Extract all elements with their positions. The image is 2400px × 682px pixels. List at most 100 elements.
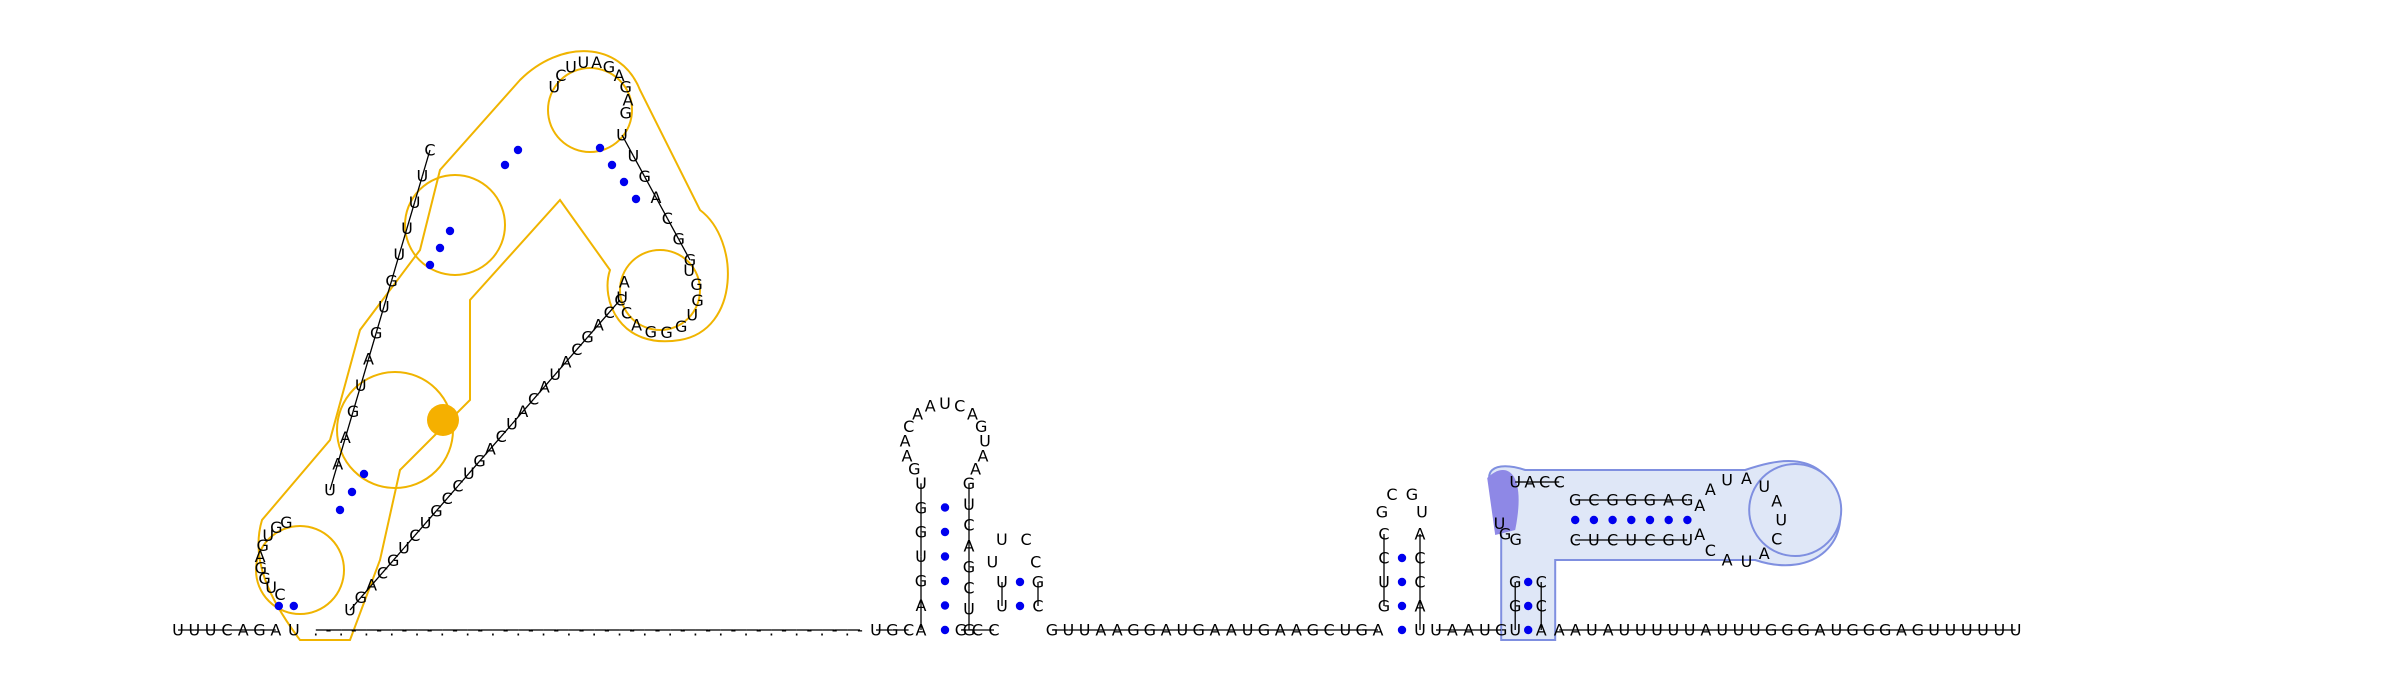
- hairpin5-nt: A: [1536, 621, 1547, 640]
- hairpin1-nt-link: [421, 149, 431, 177]
- strand-nt: G: [1258, 621, 1270, 640]
- gap-region-mark: .: [819, 621, 824, 640]
- strand-nt: U: [1479, 621, 1491, 640]
- hairpin3-nt: U: [986, 552, 998, 571]
- gap-region-mark: -: [452, 621, 458, 640]
- hairpin1-nt: U: [578, 53, 590, 72]
- strand-3prime-nt: U: [1619, 621, 1631, 640]
- gap-region-mark: -: [806, 621, 812, 640]
- base-pair-dot: [1397, 625, 1407, 635]
- hairpin1-nt: C: [604, 303, 615, 322]
- base-pair-dot: [1397, 577, 1407, 587]
- strand-3prime-nt: U: [1667, 621, 1679, 640]
- strand-3prime-nt: A: [1896, 621, 1907, 640]
- hairpin4-nt: G: [1378, 597, 1390, 616]
- hairpin1-nt: A: [631, 315, 642, 334]
- strand-5prime-nt: A: [238, 621, 249, 640]
- hairpin5-nt: C: [1570, 531, 1581, 550]
- hairpin1-top-loop-outline: [547, 67, 633, 153]
- hairpin1-nt: G: [603, 58, 615, 77]
- hairpin3-nt: C: [1030, 552, 1041, 571]
- strand-5prime-nt: G: [253, 621, 265, 640]
- hairpin5-nt: U: [1625, 531, 1637, 550]
- hairpin5-nt: A: [1722, 551, 1733, 570]
- hairpin4-nt: C: [1386, 485, 1397, 504]
- base-pair-dot: [1645, 515, 1655, 525]
- hairpin5-nt: U: [1741, 552, 1753, 571]
- strand-5prime-nt: U: [188, 621, 200, 640]
- hairpin1-nt-link: [479, 448, 491, 462]
- hairpin1-nt: A: [255, 547, 266, 566]
- strand-nt: U: [1242, 621, 1254, 640]
- hairpin1-nt-link: [468, 460, 481, 475]
- strand-nt: U: [1079, 621, 1091, 640]
- hairpin5-nt: G: [1625, 491, 1637, 510]
- hairpin5-nt: A: [1705, 480, 1716, 499]
- strand-3prime-nt: G: [1781, 621, 1793, 640]
- base-pair-dot: [425, 260, 435, 270]
- hairpin5-nt: C: [1607, 531, 1618, 550]
- hairpin1-nt: A: [332, 454, 343, 473]
- strand-nt: G: [1495, 621, 1507, 640]
- hairpin1-nt: A: [619, 273, 630, 292]
- hairpin5-nt: C: [1536, 597, 1547, 616]
- hairpin5-nt: A: [1759, 544, 1770, 563]
- hairpin1-nt-link: [457, 473, 470, 487]
- hairpin1-nt: U: [548, 78, 560, 97]
- hairpin1-nt: U: [393, 245, 405, 264]
- hairpin2-nt: U: [963, 600, 975, 619]
- hairpin1-nt: G: [620, 78, 632, 97]
- hairpin1-nt-link: [446, 485, 459, 499]
- hairpin1-nt: U: [401, 219, 413, 238]
- hairpin1-nt: A: [591, 53, 602, 72]
- gap-region-mark: .: [339, 621, 344, 640]
- base-pair-dot: [500, 160, 510, 170]
- hairpin1-nt: C: [442, 489, 453, 508]
- hairpin1-nt: G: [387, 551, 399, 570]
- gap-region-mark: .: [516, 621, 521, 640]
- hairpin4-nt: G: [1376, 503, 1388, 522]
- gap-region-mark: -: [705, 621, 711, 640]
- gap-region-mark: -: [604, 621, 610, 640]
- base-pair-dot: [619, 177, 629, 187]
- strand-3prime-nt: A: [1554, 621, 1565, 640]
- strand-3prime-nt: U: [2010, 621, 2022, 640]
- strand-nt: A: [1291, 621, 1302, 640]
- gap-region-mark: .: [693, 621, 698, 640]
- gap-region-mark: -: [680, 621, 686, 640]
- hairpin1-nt: G: [347, 402, 359, 421]
- base-pair-dot: [940, 601, 950, 610]
- hairpin5-nt: C: [1536, 573, 1547, 592]
- strand-3prime-nt: U: [1830, 621, 1842, 640]
- strand-nt: A: [1095, 621, 1106, 640]
- hairpin1-nt-link: [360, 584, 373, 599]
- hairpin1-nt: C: [377, 563, 388, 582]
- hairpin1-nt-link: [390, 254, 400, 281]
- hairpin1-nt: C: [614, 291, 625, 310]
- gap-region-mark: .: [845, 621, 850, 640]
- strand-nt: G: [1192, 621, 1204, 640]
- strand-nt: U: [1177, 621, 1189, 640]
- base-pair-dot: [1524, 601, 1533, 611]
- strand-3prime-nt: G: [1846, 621, 1858, 640]
- hairpin1-nt-link: [511, 411, 524, 425]
- hairpin1-nt-link: [329, 463, 339, 491]
- hairpin1-bottom-loop-outline: [255, 525, 345, 615]
- hairpin5-nt: U: [1509, 621, 1521, 640]
- strand-nt: A: [1226, 621, 1237, 640]
- base-pair-dot: [289, 601, 298, 611]
- strand-3prime-nt: G: [1912, 621, 1924, 640]
- hairpin1-upper-loop-outline: [404, 174, 506, 276]
- hairpin1-nt: U: [398, 539, 410, 558]
- strand-3prime-nt: U: [1993, 621, 2005, 640]
- hairpin1-nt: A: [614, 66, 625, 85]
- base-pair-dot: [1664, 515, 1673, 525]
- gap-region-mark: .: [541, 621, 546, 640]
- hairpin5-nt: G: [1510, 530, 1522, 549]
- hairpin1-nt-link: [632, 155, 646, 177]
- strand-nt: C: [903, 621, 914, 640]
- hairpin1-nt: C: [496, 427, 507, 446]
- hairpin5-nt: C: [1588, 491, 1599, 510]
- hairpin1-nt-link: [621, 134, 634, 157]
- gap-region-mark: .: [414, 621, 419, 640]
